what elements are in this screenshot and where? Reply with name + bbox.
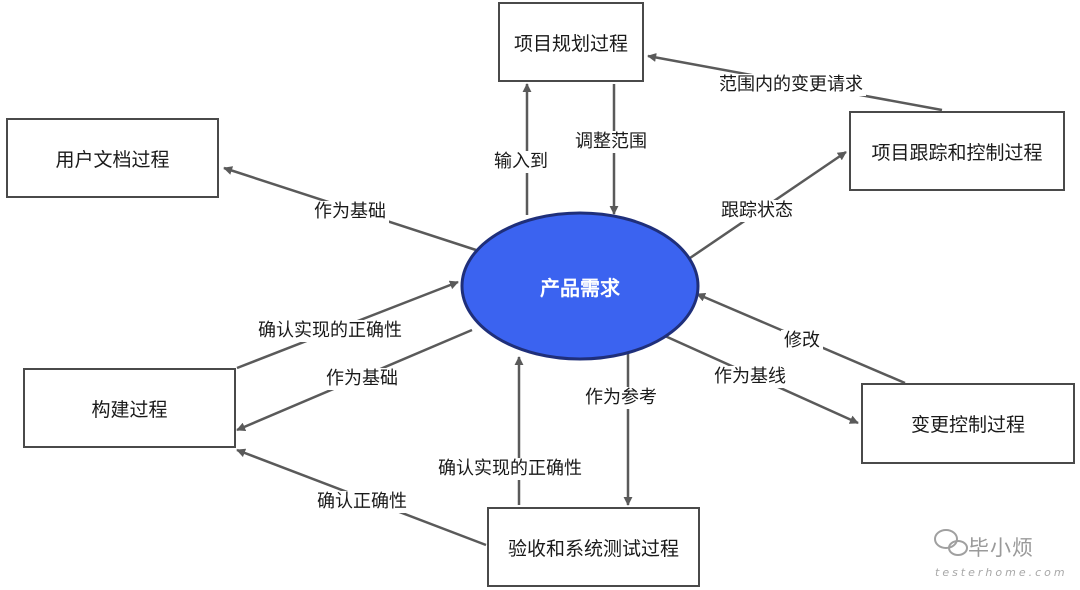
product-requirements-ellipse xyxy=(460,211,700,361)
label-confirm-impl-accept: 确认实现的正确性 xyxy=(435,458,585,480)
box-project-tracking: 项目跟踪和控制过程 xyxy=(849,111,1065,191)
box-build: 构建过程 xyxy=(23,368,236,448)
box-change-control: 变更控制过程 xyxy=(861,383,1075,464)
label-track-status: 跟踪状态 xyxy=(718,200,796,222)
box-user-docs: 用户文档过程 xyxy=(6,118,219,198)
label-basis-docs: 作为基础 xyxy=(311,201,389,223)
label-adjust-scope: 调整范围 xyxy=(572,131,650,153)
label-basis-build: 作为基础 xyxy=(323,368,401,390)
box-acceptance-testing: 验收和系统测试过程 xyxy=(487,507,700,587)
watermark-name: 毕小烦 xyxy=(968,536,1034,560)
label-scope-change-request: 范围内的变更请求 xyxy=(716,74,866,96)
label-confirm-correct: 确认正确性 xyxy=(314,491,410,513)
center-label: 产品需求 xyxy=(540,275,620,300)
label-baseline: 作为基线 xyxy=(711,366,789,388)
box-project-planning: 项目规划过程 xyxy=(498,2,644,82)
label-confirm-impl-build: 确认实现的正确性 xyxy=(255,320,405,342)
watermark-site: testerhome.com xyxy=(935,566,1068,579)
label-reference: 作为参考 xyxy=(582,387,660,409)
label-input-to: 输入到 xyxy=(491,151,551,173)
label-modify: 修改 xyxy=(781,330,823,352)
wechat-logo-icon xyxy=(934,529,968,556)
